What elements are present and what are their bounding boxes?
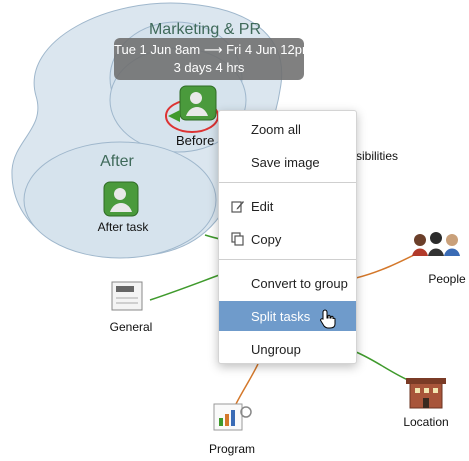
pencil-icon (231, 201, 244, 213)
task-node-after[interactable]: After task (98, 181, 150, 234)
menu-item-copy[interactable]: Copy (219, 224, 356, 254)
node-location[interactable]: Location (403, 378, 449, 429)
context-menu: Zoom all Save image Edit Copy Convert to… (218, 110, 357, 364)
group-after-title: After (100, 153, 134, 170)
tooltip-duration: 3 days 4 hrs (173, 60, 245, 75)
tooltip-date-range: Tue 1 Jun 8am ⟶ Fri 4 Jun 12pm (114, 42, 313, 57)
link-program (235, 363, 259, 405)
group-marketing-title: Marketing & PR (149, 21, 261, 38)
node-general[interactable]: General (110, 281, 153, 334)
node-label-program: Program (209, 442, 255, 456)
node-label-responsibilities: sibilities (356, 149, 398, 163)
menu-item-save-image[interactable]: Save image (251, 154, 320, 170)
menu-separator (219, 182, 356, 183)
task-node-before[interactable]: Before (165, 85, 219, 148)
menu-item-zoom-all[interactable]: Zoom all (251, 121, 301, 137)
link-location (355, 351, 409, 381)
people-icon (414, 234, 426, 246)
link-people (355, 251, 421, 279)
copy-icon (231, 232, 244, 246)
node-people[interactable]: People (412, 232, 466, 286)
menu-item-edit[interactable]: Edit (219, 191, 356, 221)
menu-item-convert-to-group[interactable]: Convert to group (251, 275, 348, 291)
node-label-after-task: After task (98, 220, 150, 234)
node-label-before: Before (176, 133, 214, 148)
menu-item-ungroup[interactable]: Ungroup (251, 341, 301, 357)
node-label-general: General (110, 320, 153, 334)
link-general (149, 273, 223, 301)
arrow-left-icon (168, 110, 180, 122)
hand-cursor-icon (320, 309, 336, 329)
node-label-location: Location (403, 415, 448, 429)
duration-tooltip: Tue 1 Jun 8am ⟶ Fri 4 Jun 12pm 3 days 4 … (114, 38, 313, 80)
node-label-people: People (428, 272, 466, 286)
menu-separator (219, 259, 356, 260)
node-program[interactable]: Program (209, 403, 255, 456)
